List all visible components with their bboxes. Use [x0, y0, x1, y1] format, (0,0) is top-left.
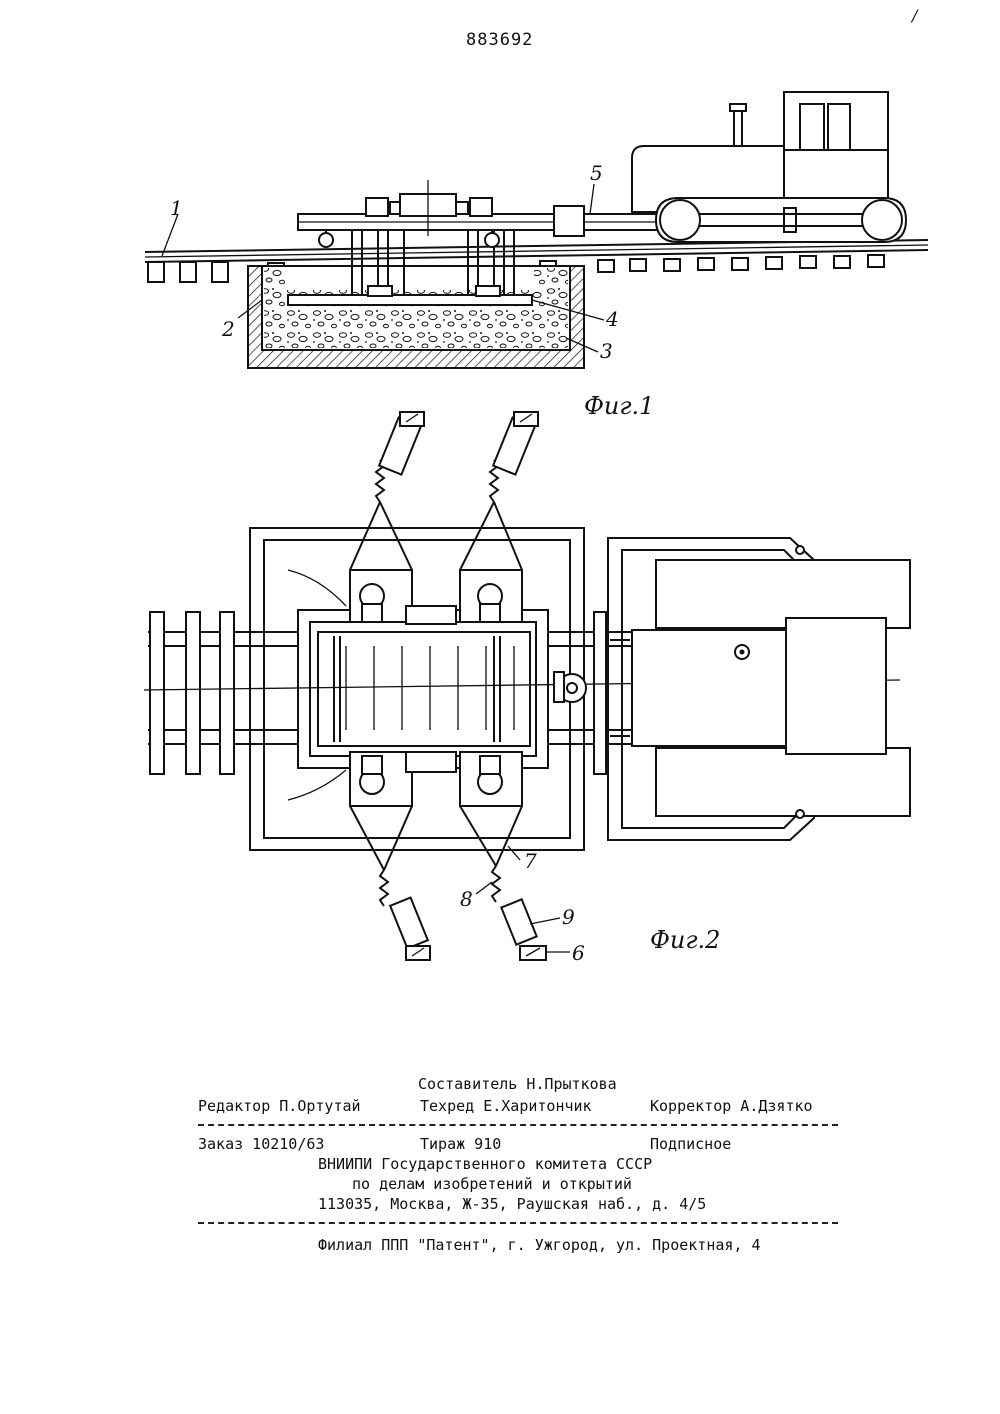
imprint-subscription: Подписное	[650, 1135, 731, 1153]
figure-2-caption: Фиг.2	[650, 926, 720, 954]
imprint-order: Заказ 10210/63	[198, 1135, 324, 1153]
imprint-editor: Редактор П.Ортутай	[198, 1097, 361, 1115]
label-3: 3	[600, 339, 613, 363]
divider-1	[198, 1124, 838, 1126]
patent-drawings: 1 2 3 4 5 Фиг.1	[0, 0, 1000, 1000]
sleepers-left	[148, 262, 228, 282]
label-7: 7	[524, 849, 537, 873]
bottom-vibrator-units	[350, 752, 522, 806]
imprint-org-line2: по делам изобретений и открытий	[352, 1175, 632, 1193]
label-9: 9	[562, 905, 575, 929]
label-5: 5	[590, 161, 603, 185]
figure-1-caption: Фиг.1	[584, 392, 654, 420]
tie-down-bottom-right	[460, 806, 546, 960]
tractor-side	[632, 92, 906, 242]
imprint-circulation: Тираж 910	[420, 1135, 501, 1153]
tie-down-top-right	[460, 412, 538, 570]
label-1: 1	[170, 196, 183, 220]
ballast-pit	[248, 266, 584, 368]
trolley-wheels	[319, 230, 499, 247]
divider-2	[198, 1222, 838, 1224]
tie-down-bottom-left	[350, 806, 430, 960]
imprint-compiler: Составитель Н.Прыткова	[418, 1075, 617, 1093]
label-8: 8	[460, 887, 473, 911]
tractor-plan	[608, 538, 910, 840]
top-vibrator-units	[350, 570, 522, 624]
label-4: 4	[605, 307, 619, 331]
tie-down-top-left	[350, 412, 424, 570]
label-6: 6	[572, 941, 585, 965]
figure-1-side-view: 1 2 3 4 5 Фиг.1	[145, 92, 928, 420]
label-2: 2	[221, 317, 235, 341]
imprint-org-line1: ВНИИПИ Государственного комитета СССР	[318, 1155, 652, 1173]
imprint-branch: Филиал ППП "Патент", г. Ужгород, ул. Про…	[318, 1236, 761, 1254]
imprint-corrector: Корректор А.Дзятко	[650, 1097, 813, 1115]
figure-2-plan-view: 7 8 9 6 Фиг.2	[144, 412, 910, 965]
imprint-address: 113035, Москва, Ж-35, Раушская наб., д. …	[318, 1195, 706, 1213]
imprint-techred: Техред Е.Харитончик	[420, 1097, 592, 1115]
